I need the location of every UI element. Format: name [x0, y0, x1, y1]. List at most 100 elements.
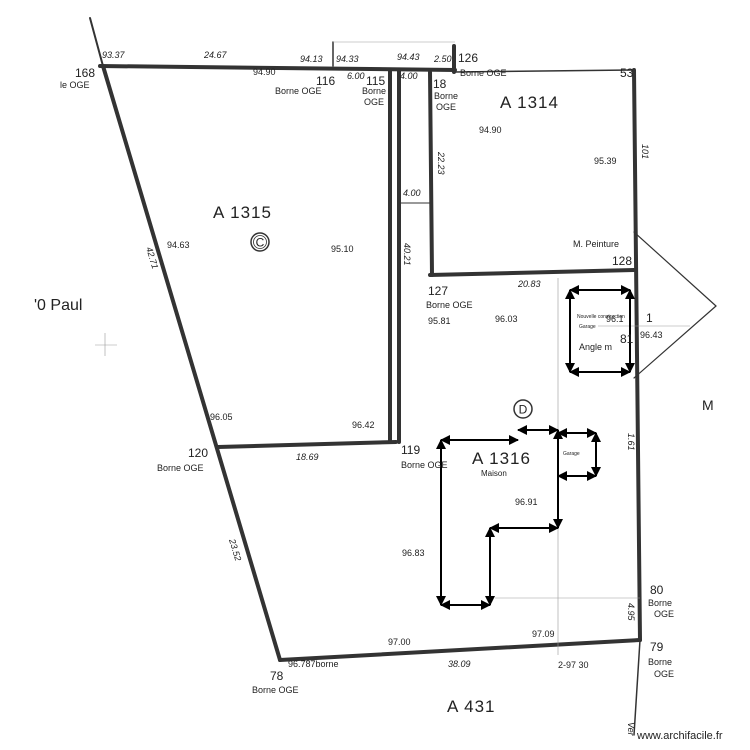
point-120: 120: [188, 446, 208, 460]
point-128: 128: [612, 254, 632, 268]
elev-96-42: 96.42: [352, 420, 375, 430]
borne-labels: le OGE Borne OGE Borne OGE Borne OGE Bor…: [60, 68, 674, 695]
point-53: 53: [620, 66, 634, 80]
dist-6-00: 6.00: [347, 71, 365, 81]
elev-97-00: 97.00: [388, 637, 411, 647]
dist-22-23: 22.23: [436, 151, 446, 175]
borne-120: Borne OGE: [157, 463, 204, 473]
label-garage-small: Garage: [563, 451, 580, 457]
borne-126: Borne OGE: [460, 68, 507, 78]
marker-c-inner: [253, 235, 267, 249]
point-119: 119: [401, 443, 420, 457]
dist-1-61: 1.61: [626, 433, 636, 451]
marker-c-label: C: [256, 236, 265, 250]
elev-96-78: 96.787borne: [288, 659, 339, 669]
elev-2-97-30: 2-97 30: [558, 660, 589, 670]
dist-40-21: 40.21: [402, 243, 412, 266]
boundary-right-lower: [633, 639, 641, 736]
owner-name-left: '0 Paul: [34, 297, 82, 314]
dist-24-67: 24.67: [203, 50, 228, 60]
dist-23-52: 23.52: [227, 537, 243, 562]
dist-94-13: 94.13: [300, 54, 323, 64]
divider-127-128: [428, 268, 636, 277]
elev-95-81: 95.81: [428, 316, 451, 326]
dist-93-37: 93.37: [102, 50, 126, 60]
parcel-a1316: A 1316: [472, 449, 531, 468]
borne-115-line2: OGE: [364, 97, 384, 107]
point-168: 168: [75, 66, 95, 80]
borne-18-line2: OGE: [436, 102, 456, 112]
marker-c-circle: [250, 232, 270, 252]
elevation-labels: 94.90 94.90 95.39 94.63 95.10 95.81 96.0…: [167, 67, 663, 670]
point-80: 80: [650, 583, 664, 597]
parcel-a1315: A 1315: [213, 203, 272, 222]
borne-127: Borne OGE: [426, 300, 473, 310]
label-m-peinture: M. Peinture: [573, 239, 619, 249]
divider-120-119: [216, 440, 398, 449]
house-outline: [436, 285, 635, 610]
dist-38-09: 38.09: [448, 659, 471, 669]
elev-95-39: 95.39: [594, 156, 617, 166]
borne-18-line1: Borne: [434, 91, 458, 101]
elev-96-91: 96.91: [515, 497, 538, 507]
dist-18-69: 18.69: [296, 452, 319, 462]
label-garage-new: Garage: [579, 324, 596, 330]
dist-4-95: 4.95: [626, 603, 636, 622]
point-78: 78: [270, 669, 284, 683]
point-126: 126: [458, 51, 478, 65]
label-angle: Angle m: [579, 342, 612, 352]
borne-119: Borne OGE: [401, 460, 448, 470]
triangle-lower: [633, 305, 717, 379]
borne-115-line1: Borne: [362, 86, 386, 96]
point-18: 18: [433, 77, 447, 91]
marker-d-label: D: [519, 403, 528, 417]
elev-96-43: 96.43: [640, 330, 663, 340]
boundary-bottom: [278, 638, 642, 662]
point-numbers: 168 116 115 18 126 53 127 128 81 1 120 1…: [75, 51, 664, 683]
dist-20-83: 20.83: [517, 279, 541, 289]
borne-78: Borne OGE: [252, 685, 299, 695]
borne-168: le OGE: [60, 80, 90, 90]
boundary-right: [632, 68, 642, 642]
marker-d-circle: [513, 399, 533, 419]
point-127: 127: [428, 284, 448, 298]
borne-79-line2: OGE: [654, 669, 674, 679]
elev-94-63: 94.63: [167, 240, 190, 250]
dist-2-50: 2.50: [433, 54, 452, 64]
point-115: 115: [366, 74, 385, 88]
boundary-lines: [89, 17, 717, 736]
point-116: 116: [316, 74, 335, 88]
label-nouvelle-construction: Nouvelle construction: [577, 314, 625, 320]
point-1: 1: [646, 311, 653, 325]
owner-name-right: M: [702, 397, 714, 413]
boundary-top: [98, 64, 457, 72]
elev-96-1: 96.1: [606, 314, 624, 324]
boundary-left: [101, 64, 282, 662]
distance-labels: 93.37 24.67 94.13 6.00 94.33 4.00 94.43 …: [102, 50, 650, 737]
borne-80-line1: Borne: [648, 598, 672, 608]
elev-94-90-top: 94.90: [253, 67, 276, 77]
borne-80-line2: OGE: [654, 609, 674, 619]
triangle-upper: [633, 231, 717, 307]
boundary-top-right: [454, 69, 633, 73]
dist-94-43: 94.43: [397, 52, 420, 62]
parcel-a1314: A 1314: [500, 93, 559, 112]
dist-4-00-top: 4.00: [400, 71, 418, 81]
elev-96-05: 96.05: [210, 412, 233, 422]
elev-96-03: 96.03: [495, 314, 518, 324]
dist-right-101: 101: [640, 144, 650, 159]
divider-18-127: [428, 70, 434, 277]
borne-79-line1: Borne: [648, 657, 672, 667]
borne-116: Borne OGE: [275, 86, 322, 96]
dist-bottom-right: Ver: [626, 722, 636, 737]
dist-94-33: 94.33: [336, 54, 359, 64]
elev-96-83: 96.83: [402, 548, 425, 558]
elev-95-10: 95.10: [331, 244, 354, 254]
label-maison: Maison: [481, 469, 507, 478]
parcel-a431: A 431: [447, 697, 496, 716]
elev-94-90: 94.90: [479, 125, 502, 135]
point-81: 81: [620, 332, 634, 346]
dist-4-00: 4.00: [403, 188, 421, 198]
elev-97-09: 97.09: [532, 629, 555, 639]
